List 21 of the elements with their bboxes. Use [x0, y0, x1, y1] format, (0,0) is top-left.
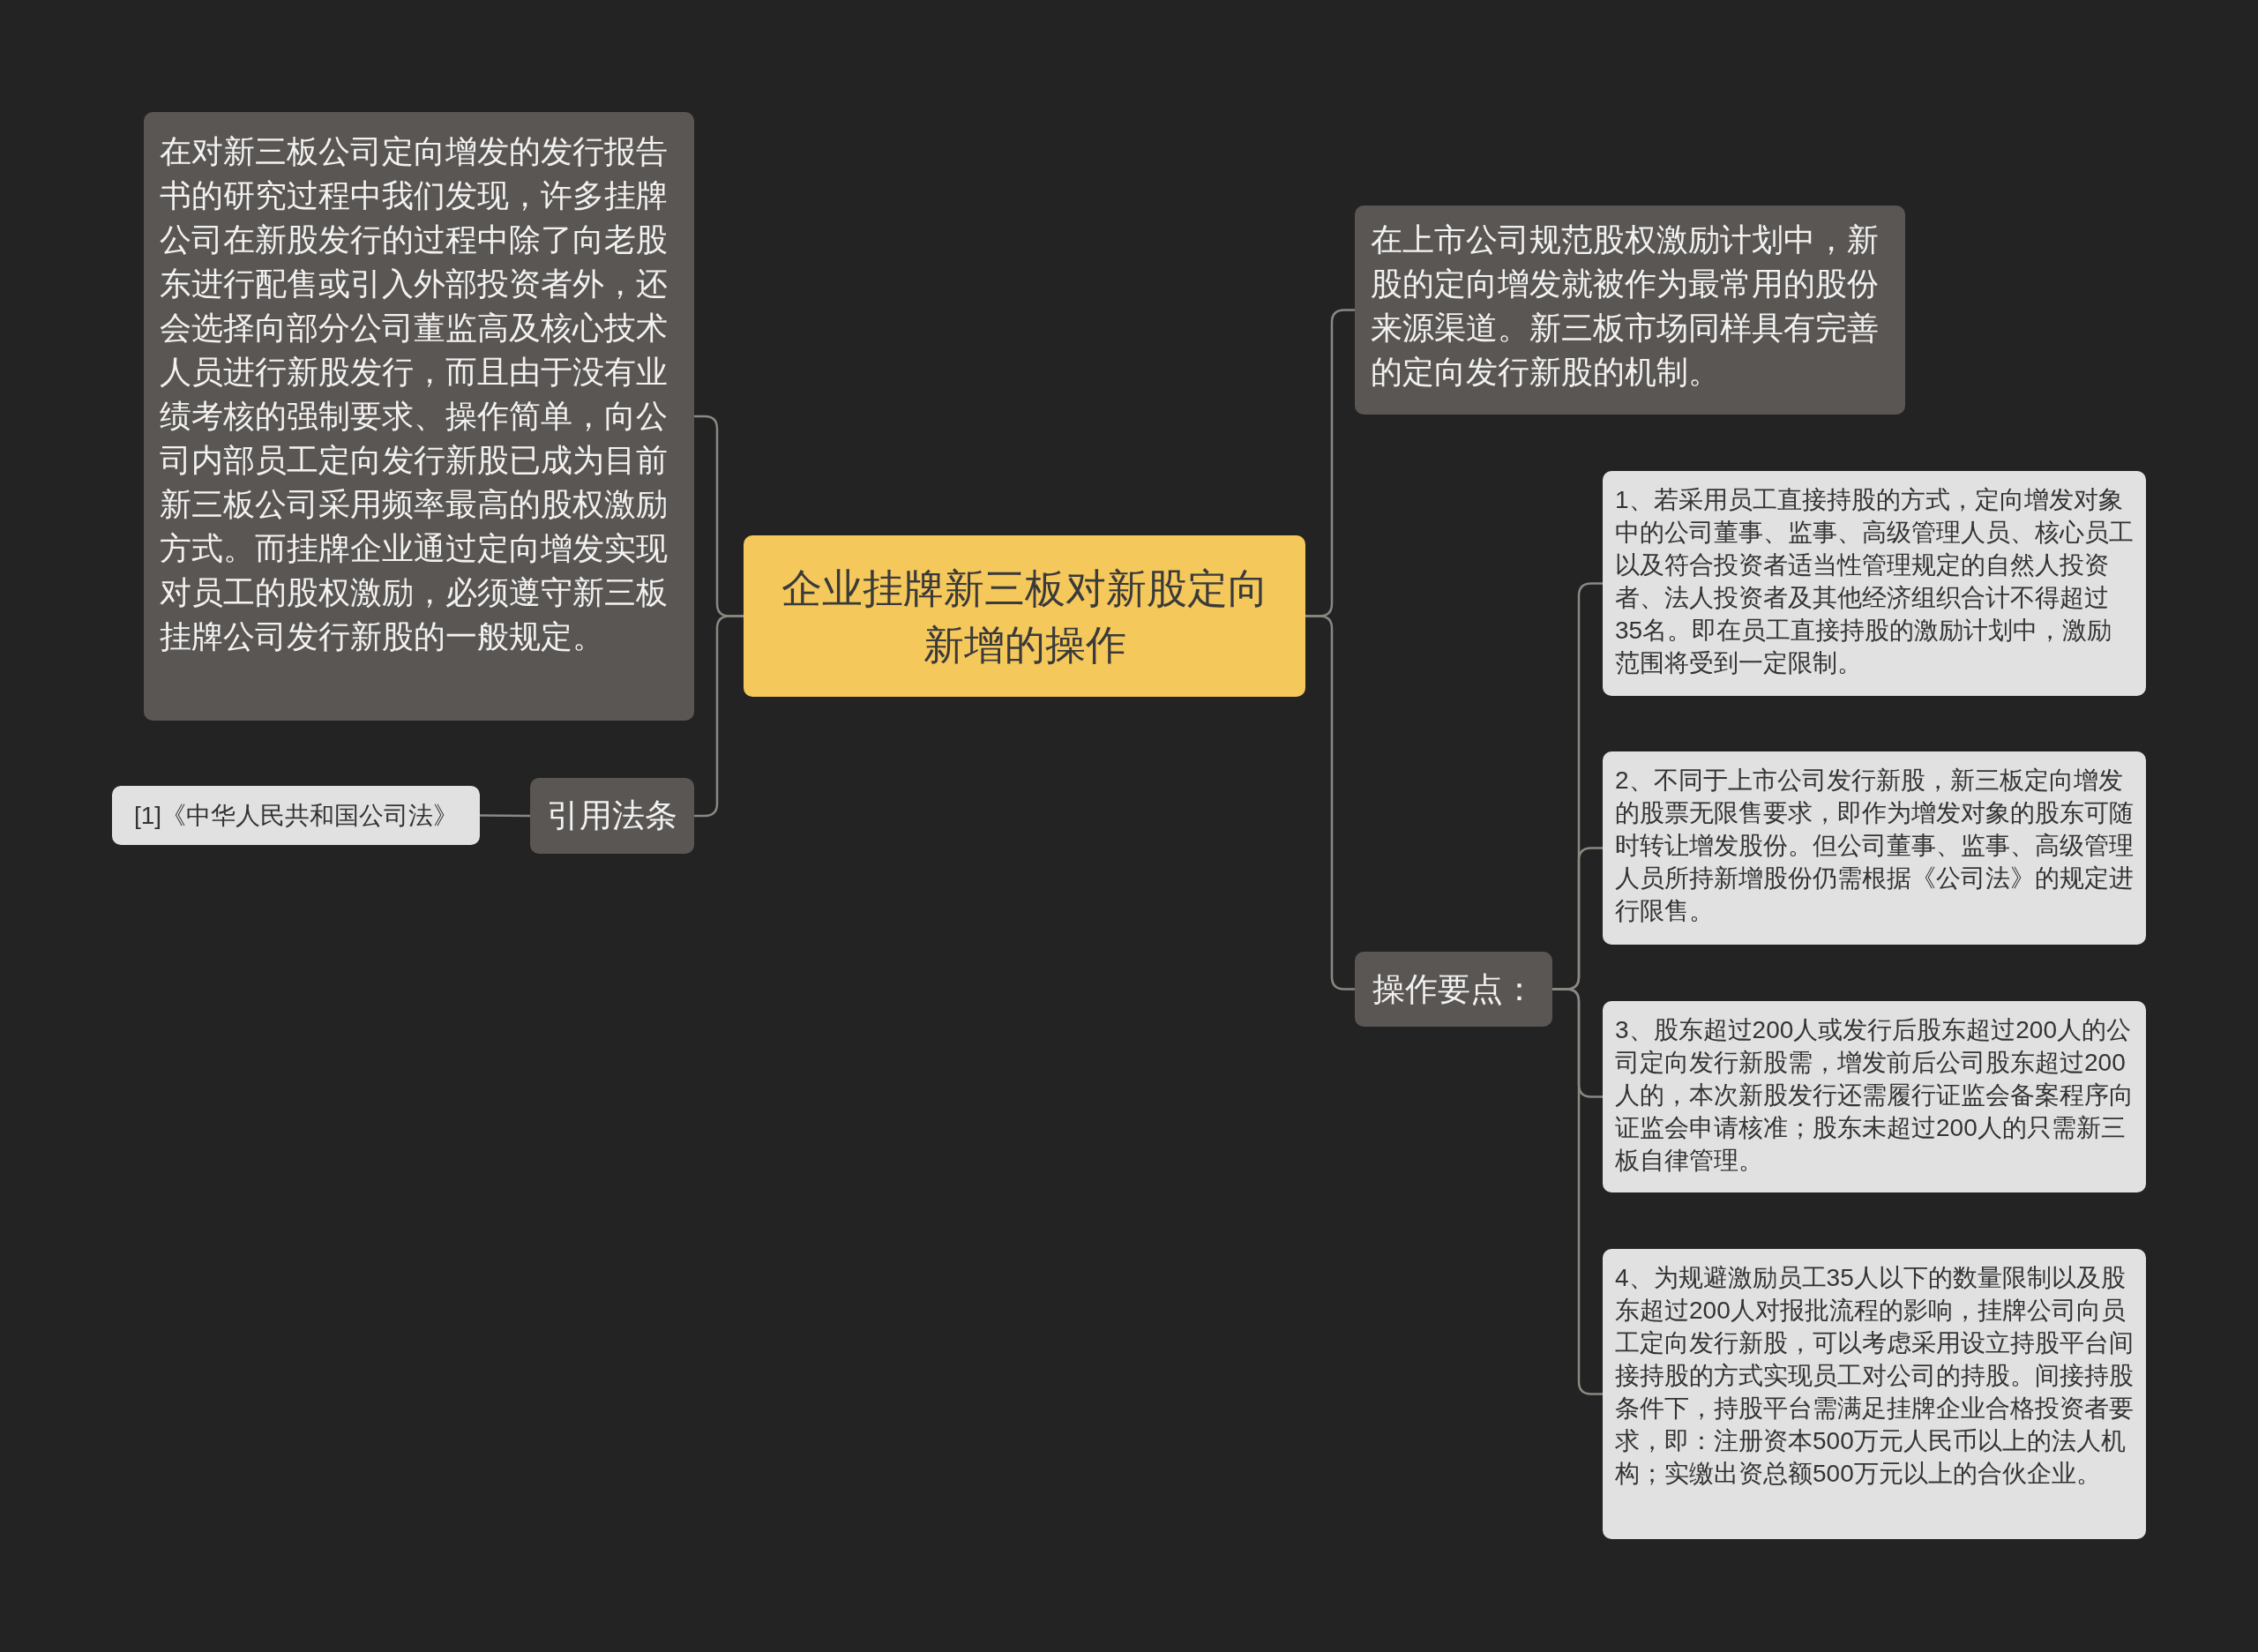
node-text: 2、不同于上市公司发行新股，新三板定向增发的股票无限售要求，即作为增发对象的股东可随时转让增发股份。但公司董事、监事、高级管理人员所持新增股份仍需根据《公司法》的规定进行限售。 — [1615, 766, 2134, 926]
central-topic — [744, 535, 1305, 697]
node-text: 在上市公司规范股权激励计划中，新股的定向增发就被作为最常用的股份来源渠道。新三板市场同样具有完善的定向发行新股的机制。 — [1371, 221, 1880, 392]
point-card — [1603, 471, 2146, 696]
topic-box — [1355, 952, 1552, 1027]
point-card — [1603, 1249, 2146, 1539]
node-text: 3、股东超过200人或发行后股东超过200人的公司定向发行新股需，增发前后公司股东超过200人的，本次新股发行还需履行证监会备案程序向证监会申请核准；股东未超过200人的只需新三板自律管理。 — [1615, 1015, 2134, 1176]
point-card — [1603, 751, 2146, 945]
connector-line — [480, 814, 530, 818]
reference-box — [112, 786, 480, 845]
node-text: 1、若采用员工直接持股的方式，定向增发对象中的公司董事、监事、高级管理人员、核心员工以及符合投资者适当性管理规定的自然人投资者、法人投资者及其他经济组织合计不得超过35名。即在员工直接持股的激励计划中，激励范围将受到一定限制。 — [1615, 485, 2134, 678]
node-text: 4、为规避激励员工35人以下的数量限制以及股东超过200人对报批流程的影响，挂牌公司向员工定向发行新股，可以考虑采用设立持股平台间接持股的方式实现员工对公司的持股。间接持股条件下，持股平台需满足挂牌企业合格投资者要求，即：注册资本500万元人民币以上的法人机构；实缴出资总额500万元以上的合伙企业。 — [1615, 1263, 2134, 1489]
node-text: 操作要点： — [1371, 969, 1536, 1009]
point-card — [1603, 1001, 2146, 1192]
text-card — [1355, 206, 1905, 415]
text-card — [144, 112, 694, 721]
topic-box — [530, 778, 694, 854]
node-text: 企业挂牌新三板对新股定向新增的操作 — [780, 564, 1269, 669]
node-text: 在对新三板公司定向增发的发行报告书的研究过程中我们发现，许多挂牌公司在新股发行的过程中除了向老股东进行配售或引入外部投资者外，还会选择向部分公司董监高及核心技术人员进行新股发行，而且由于没有业绩考核的强制要求、操作简单，向公司内部员工定向发行新股已成为目前新三板公司采用频率最高的股权激励方式。而挂牌企业通过定向增发实现对员工的股权激励，必须遵守新三板挂牌公司发行新股的一般规定。 — [160, 132, 669, 656]
node-text: [1]《中华人民共和国公司法》 — [132, 800, 460, 831]
node-text: 引用法条 — [546, 796, 678, 836]
